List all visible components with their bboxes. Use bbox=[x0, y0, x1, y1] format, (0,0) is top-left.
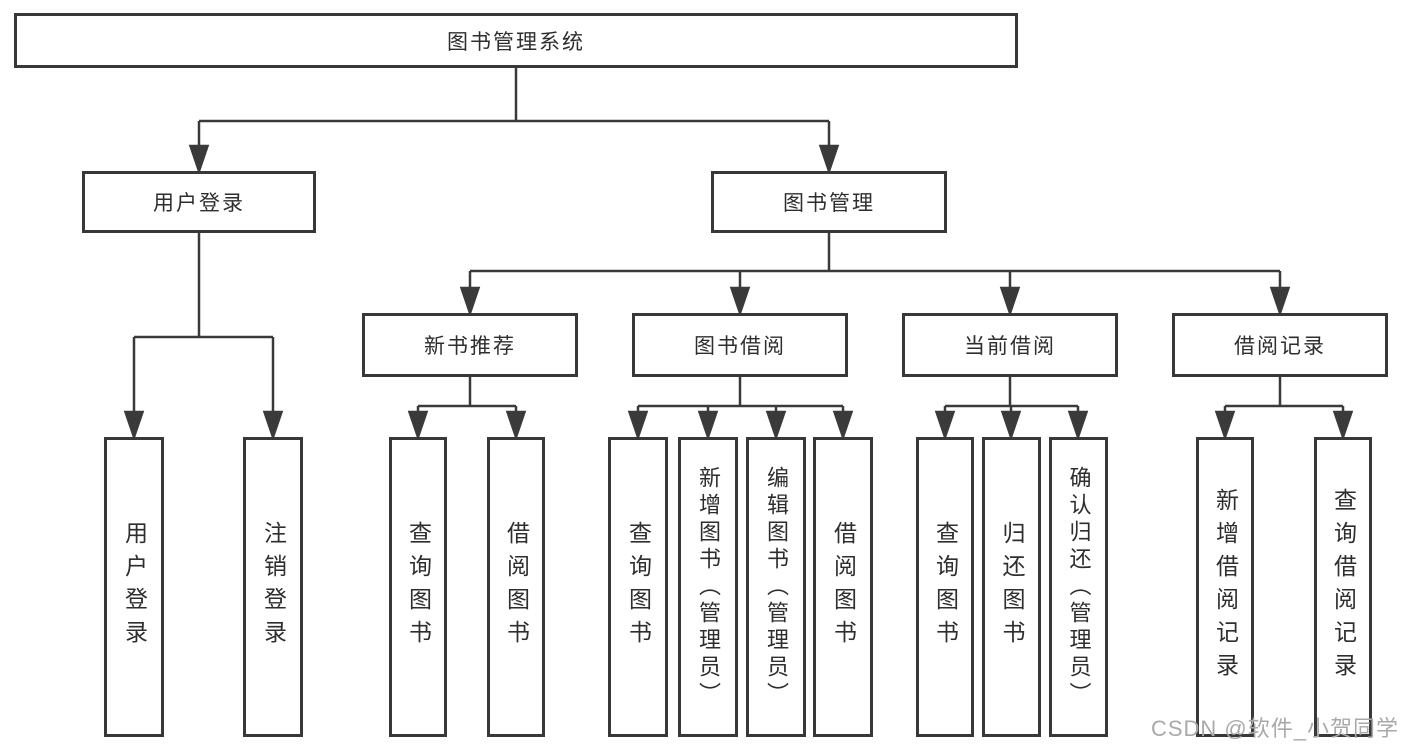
arrow-down-icon bbox=[1067, 410, 1089, 441]
leaf-confirm-return-admin: 确认归还（管理员） bbox=[1049, 437, 1108, 737]
arrow-down-icon bbox=[1269, 286, 1291, 317]
arrow-down-icon bbox=[697, 410, 719, 441]
arrow-down-icon bbox=[729, 286, 751, 317]
arrow-down-icon bbox=[262, 410, 284, 441]
leaf-query-borrow-record: 查询借阅记录 bbox=[1314, 437, 1372, 737]
leaf-query-books-1: 查询图书 bbox=[389, 437, 447, 737]
leaf-add-book-admin: 新增图书（管理员） bbox=[678, 437, 738, 737]
node-borrow-record: 借阅记录 bbox=[1172, 313, 1388, 377]
leaf-borrow-books-1: 借阅图书 bbox=[487, 437, 545, 737]
connector-book-borrow-children bbox=[627, 377, 854, 441]
arrow-down-icon bbox=[999, 286, 1021, 317]
connector-current-borrow-children bbox=[934, 377, 1089, 441]
arrow-down-icon bbox=[407, 410, 429, 441]
arrow-down-icon bbox=[1214, 410, 1236, 441]
arrow-down-icon bbox=[832, 410, 854, 441]
arrow-down-icon bbox=[934, 410, 956, 441]
node-user-login: 用户登录 bbox=[82, 171, 316, 233]
connector-book-mgmt-children bbox=[459, 233, 1291, 317]
leaf-add-borrow-record: 新增借阅记录 bbox=[1196, 437, 1254, 737]
leaf-query-books-3: 查询图书 bbox=[916, 437, 974, 737]
node-book-management: 图书管理 bbox=[711, 171, 947, 233]
arrow-down-icon bbox=[123, 410, 145, 441]
leaf-edit-book-admin: 编辑图书（管理员） bbox=[746, 437, 806, 737]
arrow-down-icon bbox=[627, 410, 649, 441]
arrow-down-icon bbox=[818, 144, 840, 175]
csdn-watermark: CSDN @软件_小贺同学 bbox=[1150, 716, 1399, 741]
arrow-down-icon bbox=[1332, 410, 1354, 441]
connector-borrow-record-children bbox=[1214, 377, 1354, 441]
leaf-logout: 注销登录 bbox=[243, 437, 303, 737]
leaf-query-books-2: 查询图书 bbox=[608, 437, 668, 737]
leaf-borrow-books-2: 借阅图书 bbox=[813, 437, 873, 737]
arrow-down-icon bbox=[505, 410, 527, 441]
leaf-user-login: 用户登录 bbox=[104, 437, 164, 737]
arrow-down-icon bbox=[1000, 410, 1022, 441]
arrow-down-icon bbox=[459, 286, 481, 317]
node-book-borrow: 图书借阅 bbox=[632, 313, 848, 377]
connector-user-login-children bbox=[123, 233, 284, 441]
arrow-down-icon bbox=[188, 144, 210, 175]
node-current-borrow: 当前借阅 bbox=[902, 313, 1118, 377]
node-root-system: 图书管理系统 bbox=[14, 13, 1018, 68]
connector-new-book-children bbox=[407, 377, 527, 441]
leaf-return-book: 归还图书 bbox=[982, 437, 1041, 737]
arrow-down-icon bbox=[765, 410, 787, 441]
connector-root-to-level2 bbox=[188, 68, 840, 175]
node-new-book-recommend: 新书推荐 bbox=[362, 313, 578, 377]
